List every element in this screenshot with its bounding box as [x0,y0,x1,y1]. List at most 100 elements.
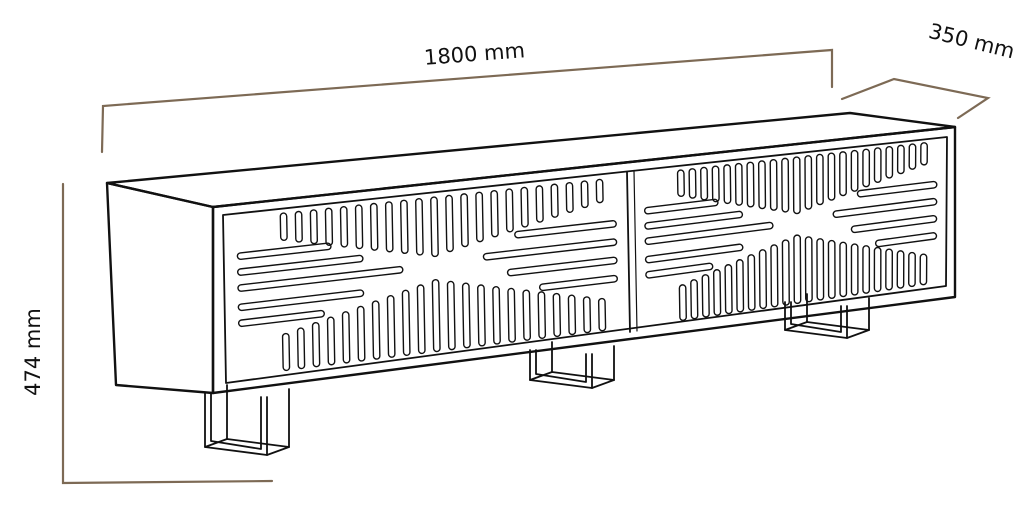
door-slot-horizontal-left [237,309,325,328]
door-slot-vertical-bottom [850,243,859,296]
cabinet-legs [204,293,870,456]
door-slot-vertical-bottom [747,254,756,311]
door-slot-vertical-top [850,149,859,192]
depth-dimension-line [840,77,991,120]
door-slot-vertical-bottom [386,295,396,358]
door-slot-vertical-bottom [781,239,790,306]
cabinet-side-panel [105,181,215,395]
door-slot-horizontal-left [644,243,744,264]
cabinet-body [105,111,957,395]
door-slot-vertical-top [757,160,767,210]
door-slot-vertical-bottom [919,253,928,286]
door-slot-vertical-bottom [311,322,321,368]
door-slot-vertical-top [862,148,871,188]
door-slot-vertical-bottom [401,289,411,356]
door-slot-horizontal-left [237,265,404,292]
door-slot-vertical-bottom [296,327,306,370]
door-slot-vertical-bottom [712,269,722,316]
door-slot-vertical-top [815,153,824,206]
door-slot-horizontal-left [643,198,719,215]
door-slot-vertical-top [804,155,813,210]
door-slot-vertical-top [580,180,589,209]
door-slot-vertical-top [688,168,697,199]
height-dimension-line [61,182,274,485]
door-slot-vertical-bottom [839,241,848,298]
door-slot-vertical-top [535,185,544,223]
door-slot-vertical-top [520,186,529,228]
door-slot-vertical-top [839,151,847,197]
door-slot-vertical-bottom [431,279,441,353]
door-frame [222,136,948,384]
door-slot-vertical-top [309,209,319,245]
door-slot-vertical-bottom [341,311,351,364]
door-slot-horizontal-right [506,256,618,277]
door-slot-horizontal-left [644,210,744,230]
door-slot-vertical-bottom [281,332,291,372]
door-slot-vertical-bottom [522,289,532,341]
leg-back-right-front-inner [790,301,842,333]
door-slot-vertical-bottom [758,249,768,310]
door-slot-vertical-bottom [477,284,486,347]
door-slot-vertical-bottom [770,244,779,308]
door-slot-horizontal-right [514,220,617,239]
door-slot-vertical-bottom [552,292,562,337]
door-slot-vertical-bottom [597,297,607,332]
leg-back-right-back [806,293,870,331]
door-slot-vertical-top [505,188,514,233]
door-slot-vertical-top [700,166,709,201]
door-slot-vertical-top [445,194,454,253]
leg-back-right-connector [846,329,870,339]
door-slot-horizontal-left [236,242,332,260]
door-slot-vertical-top [908,143,917,170]
door-slot-vertical-bottom [885,248,894,291]
leg-front-left-connector [204,438,228,448]
door-slot-vertical-bottom [567,294,577,336]
door-slot-vertical-bottom [690,279,699,320]
door-slot-horizontal-left [644,221,774,246]
dimension-lines [61,48,991,485]
door-slot-vertical-top [769,159,778,211]
door-slot-vertical-bottom [492,286,501,345]
door-slot-horizontal-right [832,197,938,219]
door-slot-vertical-top [920,142,928,166]
door-slot-vertical-bottom [735,259,745,313]
door-slot-vertical-bottom [862,245,871,294]
door-slot-vertical-top [792,156,801,215]
door-slot-vertical-bottom [582,296,592,334]
door-divider [626,171,631,333]
leg-back-right-connector [784,321,808,331]
door-slot-vertical-bottom [816,238,825,301]
door-slot-vertical-top [827,152,836,201]
door-slot-vertical-bottom [908,251,916,288]
door-slot-horizontal-left [645,262,714,279]
door-slot-vertical-bottom [873,246,882,293]
door-slot-vertical-top [475,191,484,243]
door-slot-horizontal-right [874,232,938,248]
door-slot-vertical-top [324,207,334,246]
door-slot-horizontal-right [850,215,938,234]
door-slot-vertical-top [734,162,743,206]
door-slot-vertical-top [885,146,894,179]
door-slot-vertical-top [279,212,288,241]
door-slot-horizontal-right [538,274,618,292]
width-label: 1800 mm [423,38,526,70]
depth-label: 350 mm [926,19,1017,63]
door-slot-vertical-bottom [701,274,710,318]
door-slot-vertical-top [873,147,882,183]
height-label: 474 mm [21,308,45,396]
door-slot-vertical-top [746,161,755,208]
door-slot-vertical-top [565,182,574,213]
door-divider-inner [633,170,638,332]
leg-front-left-front [204,392,268,456]
door-slot-vertical-bottom [827,239,836,299]
door-slot-vertical-bottom [461,282,471,349]
leg-front-left-front-inner [210,392,262,450]
door-slot-vertical-bottom [446,280,456,351]
door-slot-vertical-top [550,183,559,218]
leg-front-center-back [551,341,615,381]
door-slot-vertical-bottom [896,250,905,289]
door-slot-horizontal-right [482,238,618,261]
door-slot-vertical-top [399,199,409,254]
door-slot-pattern [236,142,938,372]
